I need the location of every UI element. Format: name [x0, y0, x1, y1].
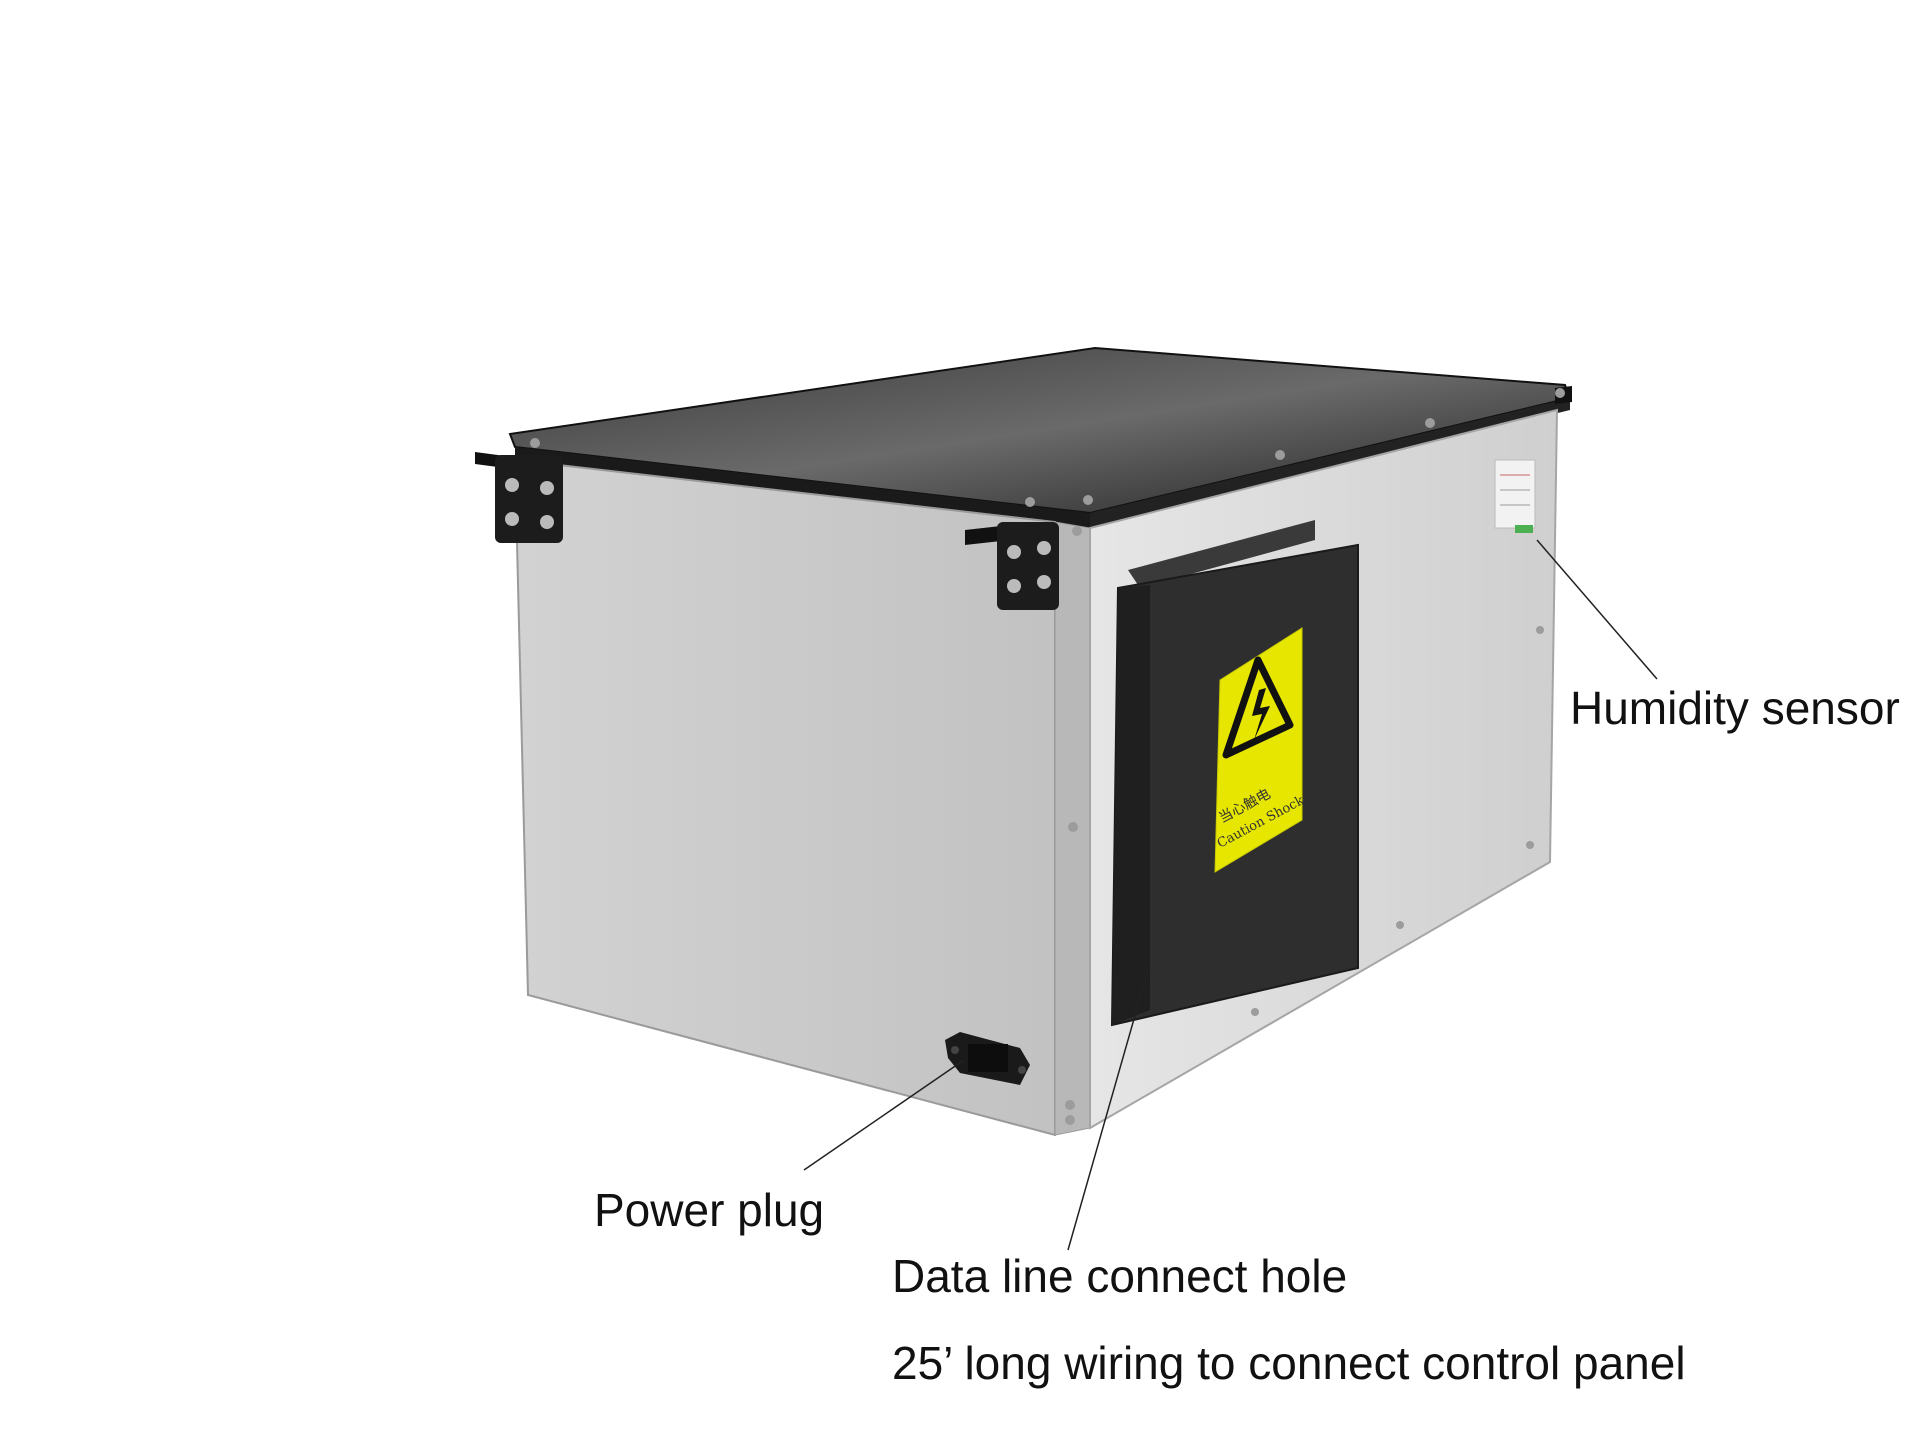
unit-lid-edge [515, 447, 1090, 528]
power-plug-socket [945, 1032, 1030, 1085]
humidity-sensor-label: Humidity sensor [1570, 682, 1900, 734]
data-line-leader [1067, 969, 1149, 1251]
humidity-sensor-module [1494, 459, 1536, 533]
unit-lid-side-edge [1090, 398, 1570, 528]
left-mounting-bracket [475, 452, 563, 543]
front-panel [513, 458, 1056, 1137]
wiring-note-label: 25’ long wiring to connect control panel [892, 1337, 1686, 1389]
humidity-sensor-leader [1536, 539, 1658, 680]
right-mounting-bracket [965, 522, 1059, 610]
power-plug-label: Power plug [594, 1184, 825, 1236]
high-voltage-warning-icon [1222, 656, 1294, 759]
panel-screws [530, 388, 1565, 1125]
power-plug-leader [803, 1059, 965, 1171]
data-line-label: Data line connect hole [892, 1250, 1348, 1302]
